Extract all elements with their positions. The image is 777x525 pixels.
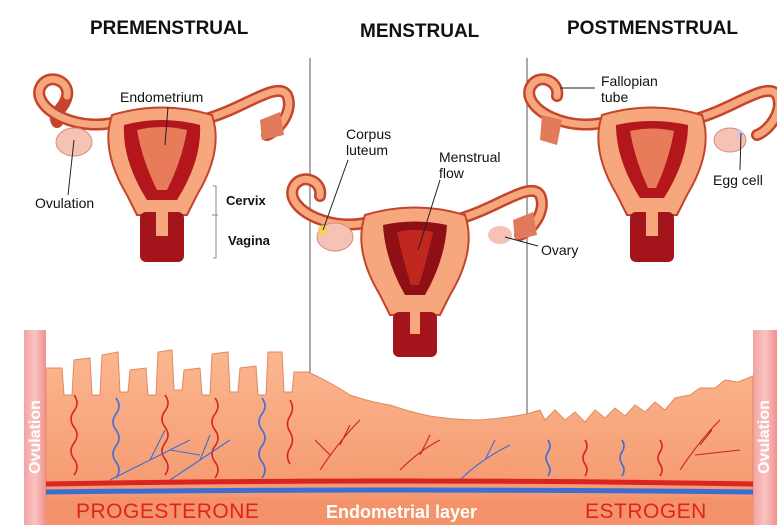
label-ovulation: Ovulation	[35, 195, 95, 211]
branching-vessels	[109, 419, 741, 481]
endometrium-pointer	[164, 106, 169, 146]
label-fallopian-tube-line1: Fallopian	[601, 73, 658, 89]
menstrual-flow-pointer	[417, 179, 441, 251]
phase-title-postmenstrual: POSTMENSTRUAL	[567, 18, 738, 39]
label-egg-cell: Egg cell	[713, 172, 763, 188]
label-endometrial-layer: Endometrial layer	[326, 502, 478, 522]
uterus-premenstrual	[33, 73, 295, 262]
cervix-bracket	[213, 185, 217, 259]
spiral-arteries	[70, 394, 663, 479]
ovulation-pillar-right	[753, 330, 777, 525]
label-cervix: Cervix	[226, 193, 266, 208]
label-menstrual-flow-line2: flow	[439, 165, 464, 181]
label-ovulation-left: Ovulation	[27, 400, 44, 474]
label-corpus-luteum-line2: luteum	[346, 142, 389, 158]
label-vagina: Vagina	[228, 233, 270, 248]
label-endometrium: Endometrium	[120, 89, 204, 105]
egg-cell-pointer	[739, 132, 742, 171]
label-menstrual-flow-line1: Menstrual	[439, 149, 501, 165]
basal-strip	[46, 497, 753, 525]
base-artery	[45, 478, 754, 487]
ovulation-pillar-left	[24, 330, 46, 525]
uterus-postmenstrual	[523, 73, 777, 262]
corpus-luteum-pointer	[322, 159, 349, 231]
label-corpus-luteum-line1: Corpus	[346, 126, 392, 142]
base-vein	[45, 487, 754, 495]
ovulation-pointer	[67, 139, 75, 196]
phase-title-menstrual: MENSTRUAL	[360, 21, 480, 42]
label-estrogen: ESTROGEN	[585, 500, 707, 523]
uterus-menstrual	[286, 173, 548, 357]
phase-title-premenstrual: PREMENSTRUAL	[90, 18, 249, 39]
ovary-pointer	[504, 236, 539, 247]
label-progesterone: PROGESTERONE	[76, 500, 260, 523]
label-fallopian-tube-line2: tube	[601, 89, 629, 105]
label-ovary: Ovary	[541, 242, 579, 258]
label-ovulation-right: Ovulation	[756, 400, 773, 474]
